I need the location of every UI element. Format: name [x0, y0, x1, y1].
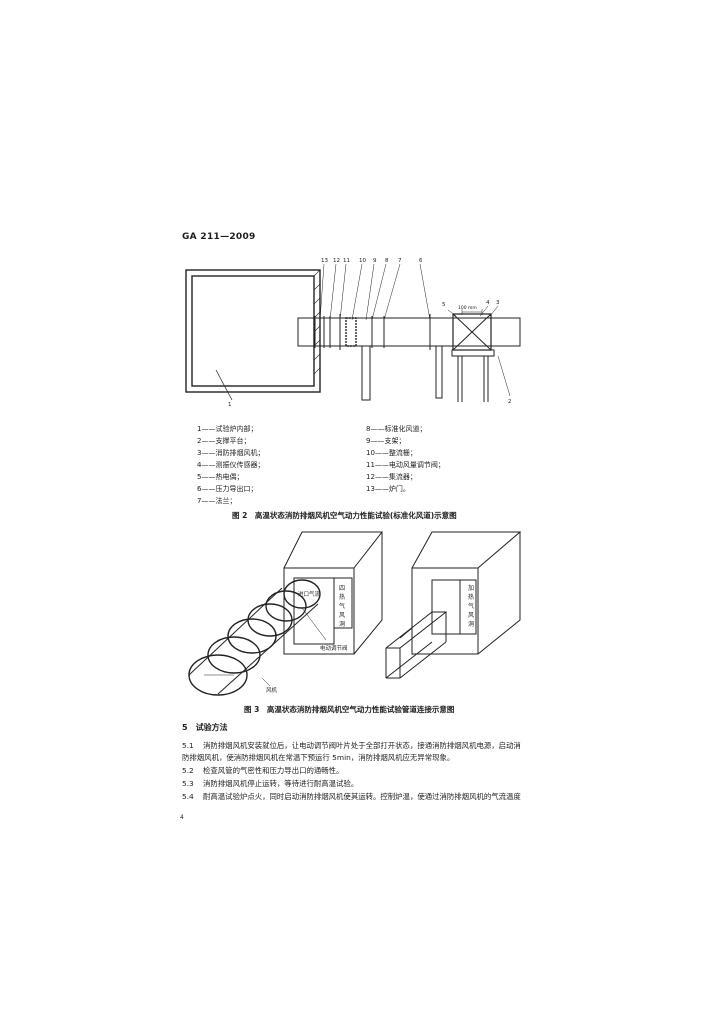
left-tunnel-box-front: [283, 567, 355, 655]
clause-5-1-line2: 防排烟风机，使消防排烟风机在常温下预运行 5min，消防排烟风机应无异常现象。: [182, 753, 455, 762]
fig3-valve-label: 电动调节阀: [320, 644, 348, 652]
legend-item-13: 13——炉门。: [366, 485, 410, 493]
callout-2: 2: [508, 399, 512, 405]
legend-item-12: 12——集流器；: [366, 473, 417, 481]
callout-3: 3: [496, 300, 500, 306]
callout-5: 5: [442, 302, 446, 308]
legend-item-8: 8——标准化风道；: [366, 425, 427, 433]
callout-4: 4: [486, 300, 490, 306]
clause-5-1-number: 5.1: [182, 741, 194, 750]
legend-item-11: 11——电动风量调节阀；: [366, 461, 445, 469]
fig3-left-box-label: 四热气风洞: [339, 585, 346, 628]
standard-duct: [297, 317, 521, 347]
legend-item-3: 3——消防排烟风机；: [197, 449, 265, 457]
dimension-label: 100 mm: [458, 305, 477, 311]
legend-item-2: 2——支撑平台；: [197, 437, 251, 445]
legend-item-5: 5——热电偶；: [197, 473, 244, 481]
furnace-inner: [191, 275, 315, 387]
right-tunnel-box-front: [411, 567, 479, 655]
flow-straightener: [345, 317, 357, 347]
figure2-diagram: 13 12 11 10 9 8 7 6 5 4 3 2 1 100 mm: [185, 258, 521, 408]
fig3-right-box-label: 加热气风洞: [468, 585, 475, 628]
clause-5-3-number: 5.3: [182, 779, 194, 788]
figure3-caption: 图 3 高温状态消防排烟风机空气动力性能试验管道连接示意图: [244, 705, 455, 714]
clause-5-3-line1: 消防排烟风机停止运转，等待进行耐高温试验。: [203, 779, 359, 788]
callout-7: 7: [398, 258, 402, 264]
callout-10: 10: [359, 258, 366, 264]
page-number: 4: [180, 814, 184, 821]
legend-item-9: 9——支架；: [366, 437, 406, 445]
clause-5-2-line1: 检查风管的气密性和压力导出口的通畅性。: [203, 766, 344, 775]
furnace-outer: [185, 269, 321, 393]
callout-11: 11: [343, 258, 350, 264]
legend-item-4: 4——测振仪传感器；: [197, 461, 265, 469]
figure3-diagram: 进口气流 电动调节阀 风机: [188, 531, 522, 696]
clause-5-2-number: 5.2: [182, 766, 194, 775]
section-heading: 5 试验方法: [182, 723, 228, 732]
clause-5-4-line1: 耐高温试验炉点火，同时启动消防排烟风机使其运转。控制炉温，使通过消防排烟风机的气…: [203, 792, 521, 801]
callout-6: 6: [419, 258, 423, 264]
standard-number-header: GA 211—2009: [182, 232, 256, 242]
fig3-fan-label: 风机: [266, 686, 278, 694]
callout-9: 9: [373, 258, 377, 264]
clause-5-4-number: 5.4: [182, 792, 194, 801]
legend-item-6: 6——压力导出口；: [197, 485, 258, 493]
callout-13: 13: [321, 258, 328, 264]
legend-item-1: 1——试验炉内部；: [197, 425, 258, 433]
legend-item-10: 10——整流栅；: [366, 449, 417, 457]
callout-1: 1: [228, 402, 232, 408]
legend-item-7: 7——法兰；: [197, 497, 237, 505]
callout-8: 8: [385, 258, 389, 264]
fig3-tube-label: 进口气流: [298, 590, 321, 598]
clause-5-1-line1: 消防排烟风机安装就位后，让电动调节阀叶片处于全部打开状态，接通消防排烟风机电源，…: [203, 741, 521, 750]
figure2-caption: 图 2 高温状态消防排烟风机空气动力性能试验(标准化风道)示意图: [232, 511, 457, 520]
callout-12: 12: [333, 258, 340, 264]
